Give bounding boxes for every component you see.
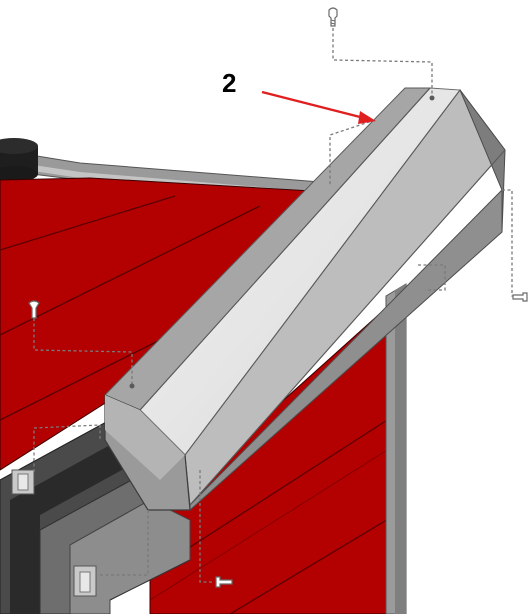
corner-post [385, 283, 407, 614]
fastener-path-lower-left [33, 424, 101, 472]
screw-icon [328, 7, 338, 27]
screw-icon [28, 300, 40, 319]
callout: 2 [222, 68, 376, 124]
callout-number: 2 [222, 68, 236, 98]
callout-arrow [261, 90, 365, 120]
fastener-path-bottom [96, 470, 212, 583]
bracket-left [11, 469, 35, 495]
rivet-icon [215, 576, 233, 588]
ridge-cap [104, 87, 506, 512]
cylinder-knob [0, 138, 38, 182]
fastener-path-right [418, 189, 520, 297]
fastener-path-top [332, 28, 435, 101]
fastener-path-left [33, 318, 135, 389]
callout-arrow-head [358, 111, 376, 124]
lower-frame [0, 419, 191, 614]
bracket-bottom [73, 565, 97, 597]
rivet-icon [512, 292, 528, 302]
